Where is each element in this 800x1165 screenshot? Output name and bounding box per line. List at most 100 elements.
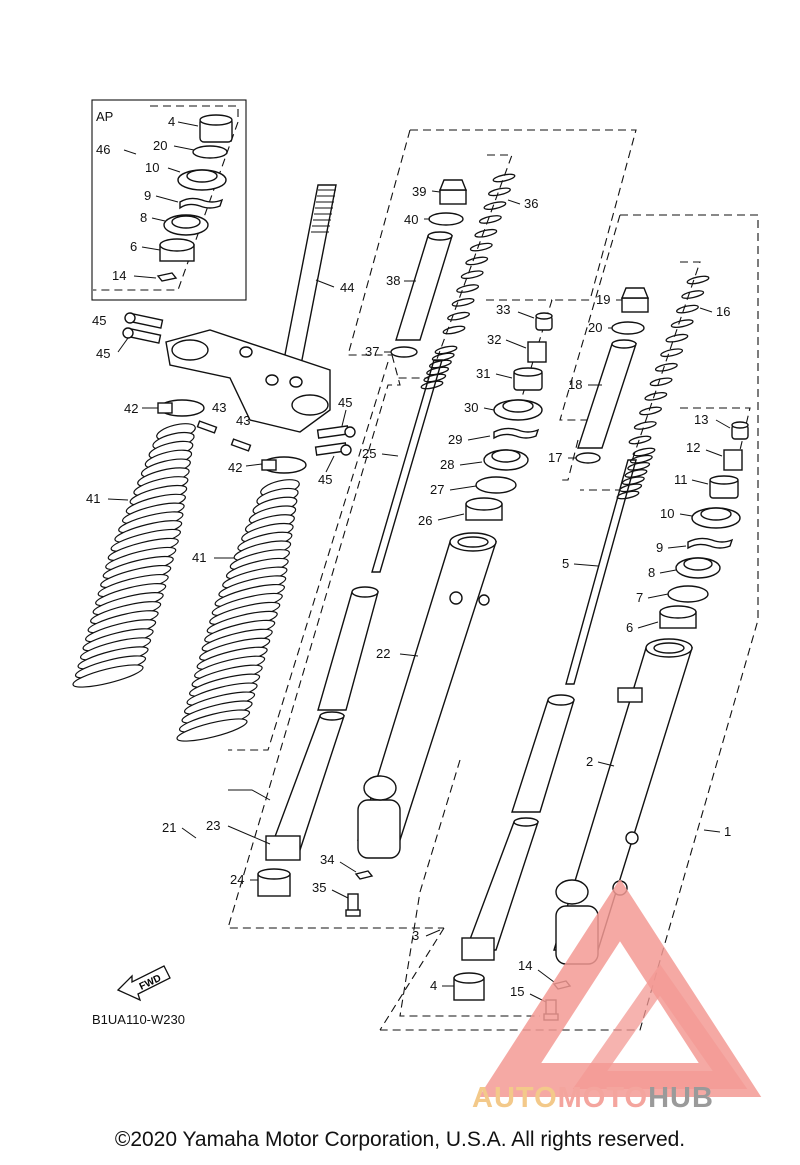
- callout-41: 41: [192, 550, 206, 565]
- slide-metal: [465, 497, 503, 521]
- pinch-bolt: [316, 425, 356, 439]
- callout-42: 42: [228, 460, 242, 475]
- steering-stem: [281, 184, 337, 371]
- spring-coil: [660, 348, 684, 358]
- slide-metal: [453, 972, 485, 1001]
- callout-13: 13: [694, 412, 708, 427]
- callout-4: 4: [168, 114, 175, 129]
- callout-46: 46: [96, 142, 110, 157]
- callout-7: 7: [636, 590, 643, 605]
- oil-seal-clip: [687, 537, 734, 550]
- callout-21: 21: [162, 820, 176, 835]
- callout-5: 5: [562, 556, 569, 571]
- ap-gasket: [156, 272, 178, 282]
- callout-14: 14: [112, 268, 126, 283]
- callout-24: 24: [230, 872, 244, 887]
- gasket: [354, 870, 374, 880]
- oil-seal: [483, 449, 529, 471]
- middle-group-outline-top: [410, 129, 637, 301]
- ap-o-ring: [192, 145, 228, 159]
- callout-8: 8: [648, 565, 655, 580]
- diagram-code: B1UA110-W230: [92, 1012, 185, 1027]
- spacer-tube: [395, 231, 453, 341]
- watermark-part-hub: HUB: [648, 1082, 714, 1114]
- spring-coil: [670, 319, 694, 329]
- callout-28: 28: [440, 457, 454, 472]
- callout-12: 12: [686, 440, 700, 455]
- washer: [475, 476, 517, 494]
- fork-boot-right: [176, 479, 300, 742]
- fork-spring: [442, 173, 516, 335]
- ap-washer: [159, 238, 195, 262]
- callout-20: 20: [153, 138, 167, 153]
- callout-34: 34: [320, 852, 334, 867]
- boot-fold: [72, 664, 144, 688]
- callout-9: 9: [656, 540, 663, 555]
- pinch-bolt: [124, 312, 164, 329]
- spring-seat: [575, 452, 601, 464]
- spring-coil: [447, 311, 470, 321]
- callout-45: 45: [338, 395, 352, 410]
- ap-oil-seal: [163, 214, 209, 236]
- callout-30: 30: [464, 400, 478, 415]
- oil-seal: [675, 557, 721, 579]
- cap-bolt: [620, 287, 650, 313]
- o-ring: [611, 321, 645, 335]
- spring-coil: [456, 284, 480, 293]
- spring-coil: [465, 256, 489, 266]
- spring-coil: [628, 435, 652, 445]
- dust-seal-bushing: [709, 475, 739, 499]
- callout-25: 25: [362, 446, 376, 461]
- callout-32: 32: [487, 332, 501, 347]
- callout-6: 6: [626, 620, 633, 635]
- forward-arrow-icon: FWD: [114, 960, 174, 1004]
- washer: [667, 585, 709, 603]
- spacer-tube: [577, 339, 637, 449]
- spring-coil: [686, 275, 710, 285]
- callout-1: 1: [724, 824, 731, 839]
- ap-clip: [179, 197, 224, 210]
- spring-coil: [488, 187, 511, 197]
- spring-coil: [460, 270, 484, 280]
- boot-clamp: [261, 456, 307, 474]
- spring-coil: [616, 490, 640, 500]
- callout-4: 4: [430, 978, 437, 993]
- dust-seal-bushing: [513, 367, 543, 391]
- damper-cap: [731, 421, 749, 440]
- callout-45: 45: [318, 472, 332, 487]
- spring-coil: [442, 325, 466, 335]
- dust-seal: [691, 507, 741, 529]
- callout-31: 31: [476, 366, 490, 381]
- callout-16: 16: [716, 304, 730, 319]
- pinch-bolt: [122, 327, 162, 344]
- spring-coil: [665, 333, 689, 343]
- outer-tube: [357, 532, 497, 859]
- callout-43: 43: [236, 413, 250, 428]
- callout-41: 41: [86, 491, 100, 506]
- spring-coil: [420, 380, 444, 390]
- middle-group-outline: [227, 354, 444, 929]
- slide-metal: [659, 605, 697, 629]
- boot-clamp: [157, 399, 205, 417]
- watermark-logo-icon: [470, 878, 800, 1120]
- spring-coil: [478, 215, 502, 224]
- pinch-bolt: [314, 442, 352, 456]
- callout-2: 2: [586, 754, 593, 769]
- damper-rod: [371, 359, 443, 573]
- callout-14: 14: [518, 958, 532, 973]
- spring-coil: [644, 391, 668, 401]
- collar: [527, 341, 547, 363]
- o-ring: [428, 212, 464, 226]
- boot-fold: [176, 718, 248, 742]
- spring-coil: [492, 173, 516, 183]
- spring-coil: [639, 406, 662, 416]
- callout-45: 45: [96, 346, 110, 361]
- callout-44: 44: [340, 280, 354, 295]
- watermark-part-auto: AUTO: [472, 1082, 558, 1114]
- callout-26: 26: [418, 513, 432, 528]
- fwd-label: FWD: [138, 973, 163, 993]
- spring-coil: [649, 377, 673, 387]
- inner-tube: [511, 694, 575, 813]
- rebound-spring: [420, 345, 458, 390]
- clamp-screw: [196, 420, 218, 434]
